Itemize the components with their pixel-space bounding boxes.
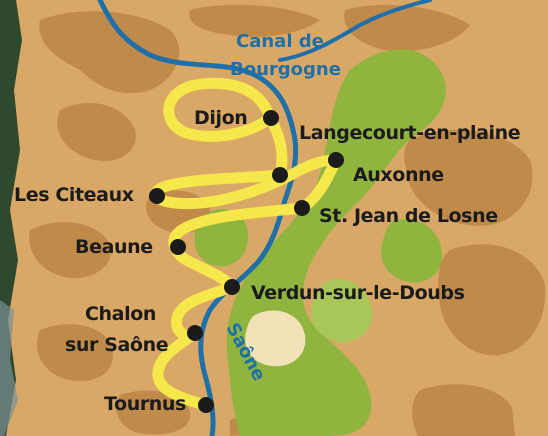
canal-label-line2: Bourgogne [230,59,341,80]
verdun-label: Verdun-sur-le-Doubs [251,282,465,304]
beaune-marker [170,239,186,255]
tournus-marker [198,397,214,413]
chalon-marker [187,325,203,341]
les-citeaux-label: Les Citeaux [14,184,134,206]
verdun-marker [224,279,240,295]
chalon-label-line2: sur Saône [65,334,168,356]
les-citeaux-marker [149,188,165,204]
beaune-label: Beaune [75,236,153,258]
auxonne-label: Auxonne [353,164,444,186]
upland-areas [29,4,546,436]
tournus-label: Tournus [104,393,186,415]
st-jean-de-losne-label: St. Jean de Losne [319,205,498,227]
langecourt-label: Langecourt-en-plaine [299,122,520,144]
canal-label-line1: Canal de [236,31,324,52]
dijon-marker [263,110,279,126]
dijon-label: Dijon [194,107,247,129]
langecourt-marker [328,152,344,168]
canal-branch [278,0,432,62]
chalon-label-line1: Chalon [85,303,156,325]
clearing [245,310,306,367]
st-jean-de-losne-marker [294,200,310,216]
auxonne-marker [272,167,288,183]
cruise-route [150,77,342,411]
left-edge-water [0,300,18,436]
canal-de-bourgogne-and-saone [97,0,299,436]
